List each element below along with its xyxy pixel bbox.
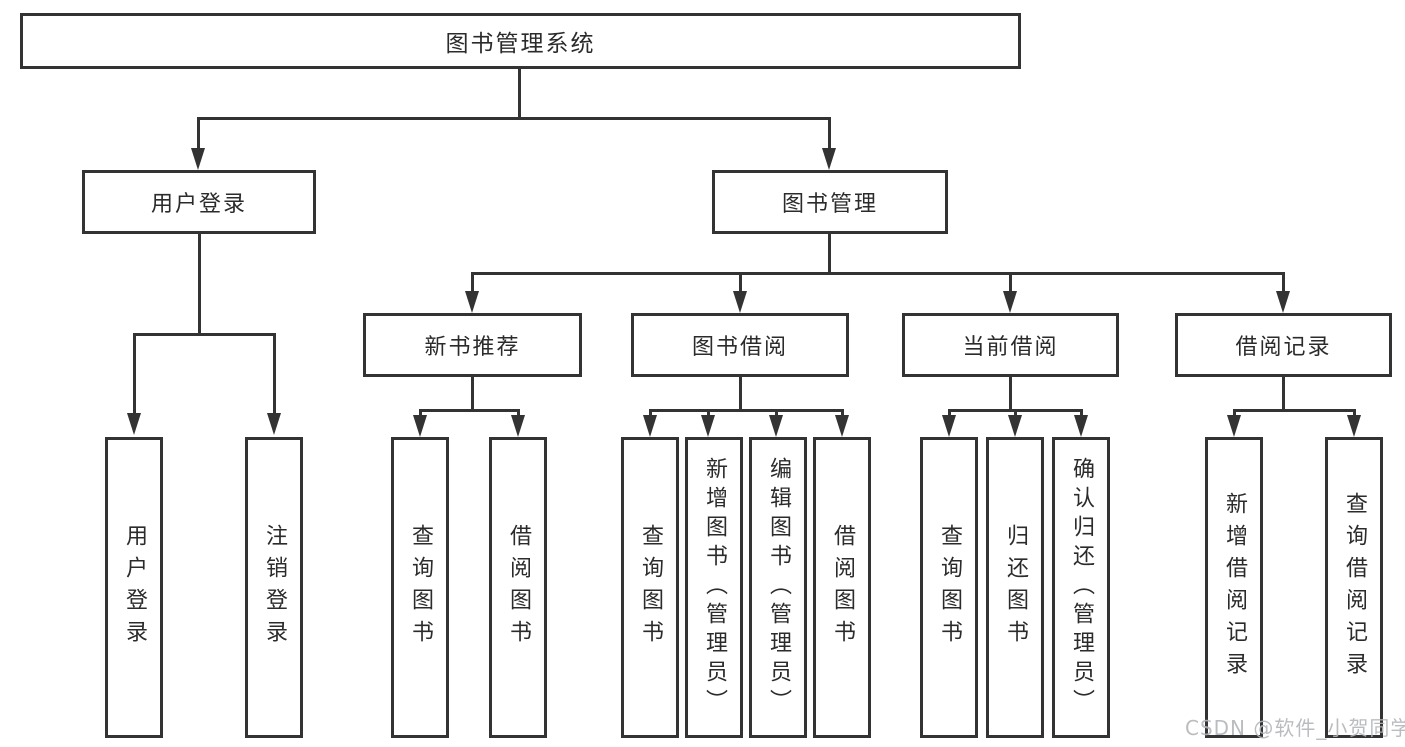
node-current-borrow-label: 当前借阅 — [962, 335, 1059, 360]
connector-line — [1233, 409, 1236, 419]
connector-line — [828, 117, 831, 151]
connector-line — [1014, 409, 1017, 419]
arrowhead-icon — [1003, 291, 1017, 313]
leaf-br-query-record: 查询借阅记录 — [1325, 437, 1383, 738]
arrowhead-icon — [835, 415, 849, 437]
leaf-bb-query-book-label: 查询图书 — [638, 523, 663, 652]
connector-line — [739, 375, 742, 412]
leaf-cb-query-book: 查询图书 — [920, 437, 978, 738]
node-user-login: 用户登录 — [82, 170, 316, 234]
arrowhead-icon — [191, 148, 205, 170]
arrowhead-icon — [769, 415, 783, 437]
arrowhead-icon — [1276, 291, 1290, 313]
connector-line — [198, 232, 201, 336]
node-user-login-label: 用户登录 — [150, 192, 247, 217]
leaf-bb-add-book: 新增图书（管理员） — [685, 437, 743, 738]
node-book-management-label: 图书管理 — [781, 192, 878, 217]
leaf-user-login-label: 用户登录 — [122, 523, 147, 652]
arrowhead-icon — [701, 415, 715, 437]
leaf-rec-borrow-book: 借阅图书 — [489, 437, 547, 738]
connector-line — [649, 409, 652, 419]
leaf-bb-edit-book-label: 编辑图书（管理员） — [766, 457, 791, 718]
csdn-watermark: CSDN @软件_小贺同学 — [1185, 716, 1405, 740]
leaf-rec-query-book: 查询图书 — [391, 437, 449, 738]
connector-line — [517, 409, 520, 419]
leaf-br-add-record-label: 新增借阅记录 — [1222, 491, 1247, 684]
connector-line — [775, 409, 778, 419]
arrowhead-icon — [1347, 415, 1361, 437]
connector-line — [948, 409, 951, 419]
arrowhead-icon — [465, 291, 479, 313]
connector-line — [197, 117, 831, 120]
connector-line — [197, 117, 200, 151]
node-book-management: 图书管理 — [712, 170, 948, 234]
arrowhead-icon — [643, 415, 657, 437]
node-root-label: 图书管理系统 — [445, 31, 596, 57]
node-new-book-recommend: 新书推荐 — [363, 313, 582, 377]
leaf-bb-query-book: 查询图书 — [621, 437, 679, 738]
leaf-cb-confirm-return-label: 确认归还（管理员） — [1069, 457, 1094, 718]
connector-line — [419, 409, 520, 412]
connector-line — [828, 232, 831, 275]
leaf-user-login: 用户登录 — [105, 437, 163, 738]
connector-line — [133, 333, 276, 336]
arrowhead-icon — [267, 413, 281, 435]
arrowhead-icon — [1008, 415, 1022, 437]
leaf-logout-label: 注销登录 — [262, 523, 287, 652]
node-new-book-recommend-label: 新书推荐 — [424, 335, 521, 360]
arrowhead-icon — [1227, 415, 1241, 437]
arrowhead-icon — [1074, 415, 1088, 437]
connector-line — [1080, 409, 1083, 419]
node-book-borrow-label: 图书借阅 — [691, 335, 788, 360]
connector-line — [133, 333, 136, 415]
leaf-br-query-record-label: 查询借阅记录 — [1342, 491, 1367, 684]
connector-line — [1282, 375, 1285, 412]
connector-line — [1353, 409, 1356, 419]
connector-line — [707, 409, 710, 419]
connector-line — [739, 272, 742, 294]
node-root: 图书管理系统 — [20, 13, 1021, 69]
leaf-bb-borrow-book: 借阅图书 — [813, 437, 871, 738]
node-book-borrow: 图书借阅 — [631, 313, 849, 377]
arrowhead-icon — [822, 148, 836, 170]
connector-line — [1009, 272, 1012, 294]
connector-line — [1233, 409, 1356, 412]
connector-line — [1009, 375, 1012, 412]
leaf-rec-borrow-book-label: 借阅图书 — [506, 523, 531, 652]
arrowhead-icon — [511, 415, 525, 437]
leaf-bb-borrow-book-label: 借阅图书 — [830, 523, 855, 652]
leaf-bb-edit-book: 编辑图书（管理员） — [749, 437, 807, 738]
leaf-rec-query-book-label: 查询图书 — [408, 523, 433, 652]
node-current-borrow: 当前借阅 — [902, 313, 1119, 377]
leaf-cb-return-book-label: 归还图书 — [1003, 523, 1028, 652]
connector-line — [841, 409, 844, 419]
connector-line — [1282, 272, 1285, 294]
connector-line — [649, 409, 844, 412]
connector-line — [273, 333, 276, 415]
node-borrow-records: 借阅记录 — [1175, 313, 1392, 377]
leaf-logout: 注销登录 — [245, 437, 303, 738]
arrowhead-icon — [413, 415, 427, 437]
node-borrow-records-label: 借阅记录 — [1235, 335, 1332, 360]
connector-line — [518, 66, 521, 119]
arrowhead-icon — [733, 291, 747, 313]
leaf-cb-confirm-return: 确认归还（管理员） — [1052, 437, 1110, 738]
connector-line — [471, 272, 474, 294]
leaf-br-add-record: 新增借阅记录 — [1205, 437, 1263, 738]
arrowhead-icon — [127, 413, 141, 435]
leaf-bb-add-book-label: 新增图书（管理员） — [702, 457, 727, 718]
connector-line — [471, 272, 1284, 275]
arrowhead-icon — [942, 415, 956, 437]
connector-line — [419, 409, 422, 419]
connector-line — [471, 375, 474, 412]
leaf-cb-query-book-label: 查询图书 — [937, 523, 962, 652]
leaf-cb-return-book: 归还图书 — [986, 437, 1044, 738]
